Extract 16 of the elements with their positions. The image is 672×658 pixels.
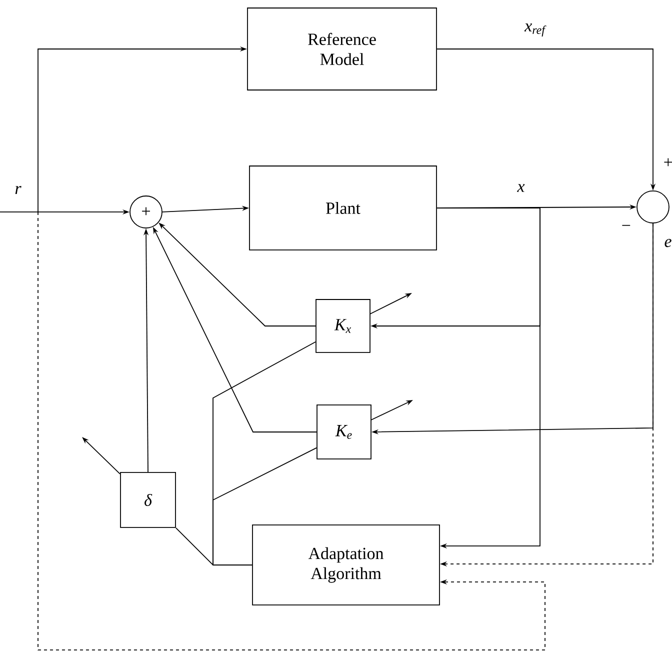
arrow [38, 212, 546, 650]
gain-box: K$_{e}$ [316, 404, 372, 460]
sign-label: e [664, 238, 672, 248]
arrow [436, 208, 540, 549]
block-box: Plant [249, 166, 437, 250]
edge-label: x$_{ref}$ [524, 22, 546, 38]
summing-junction: + [130, 196, 162, 228]
edge-label: r [14, 184, 22, 195]
comparator-circle [636, 190, 670, 224]
edge-label: x [516, 183, 526, 193]
block-box: Adaptation Algorithm [252, 524, 440, 606]
sign-label: + [664, 158, 672, 166]
delta-box: δ [120, 472, 176, 528]
gain-box: K$_{x}$ [316, 299, 370, 353]
block-box: Reference Model [247, 8, 437, 90]
sign-label: − [622, 224, 630, 226]
